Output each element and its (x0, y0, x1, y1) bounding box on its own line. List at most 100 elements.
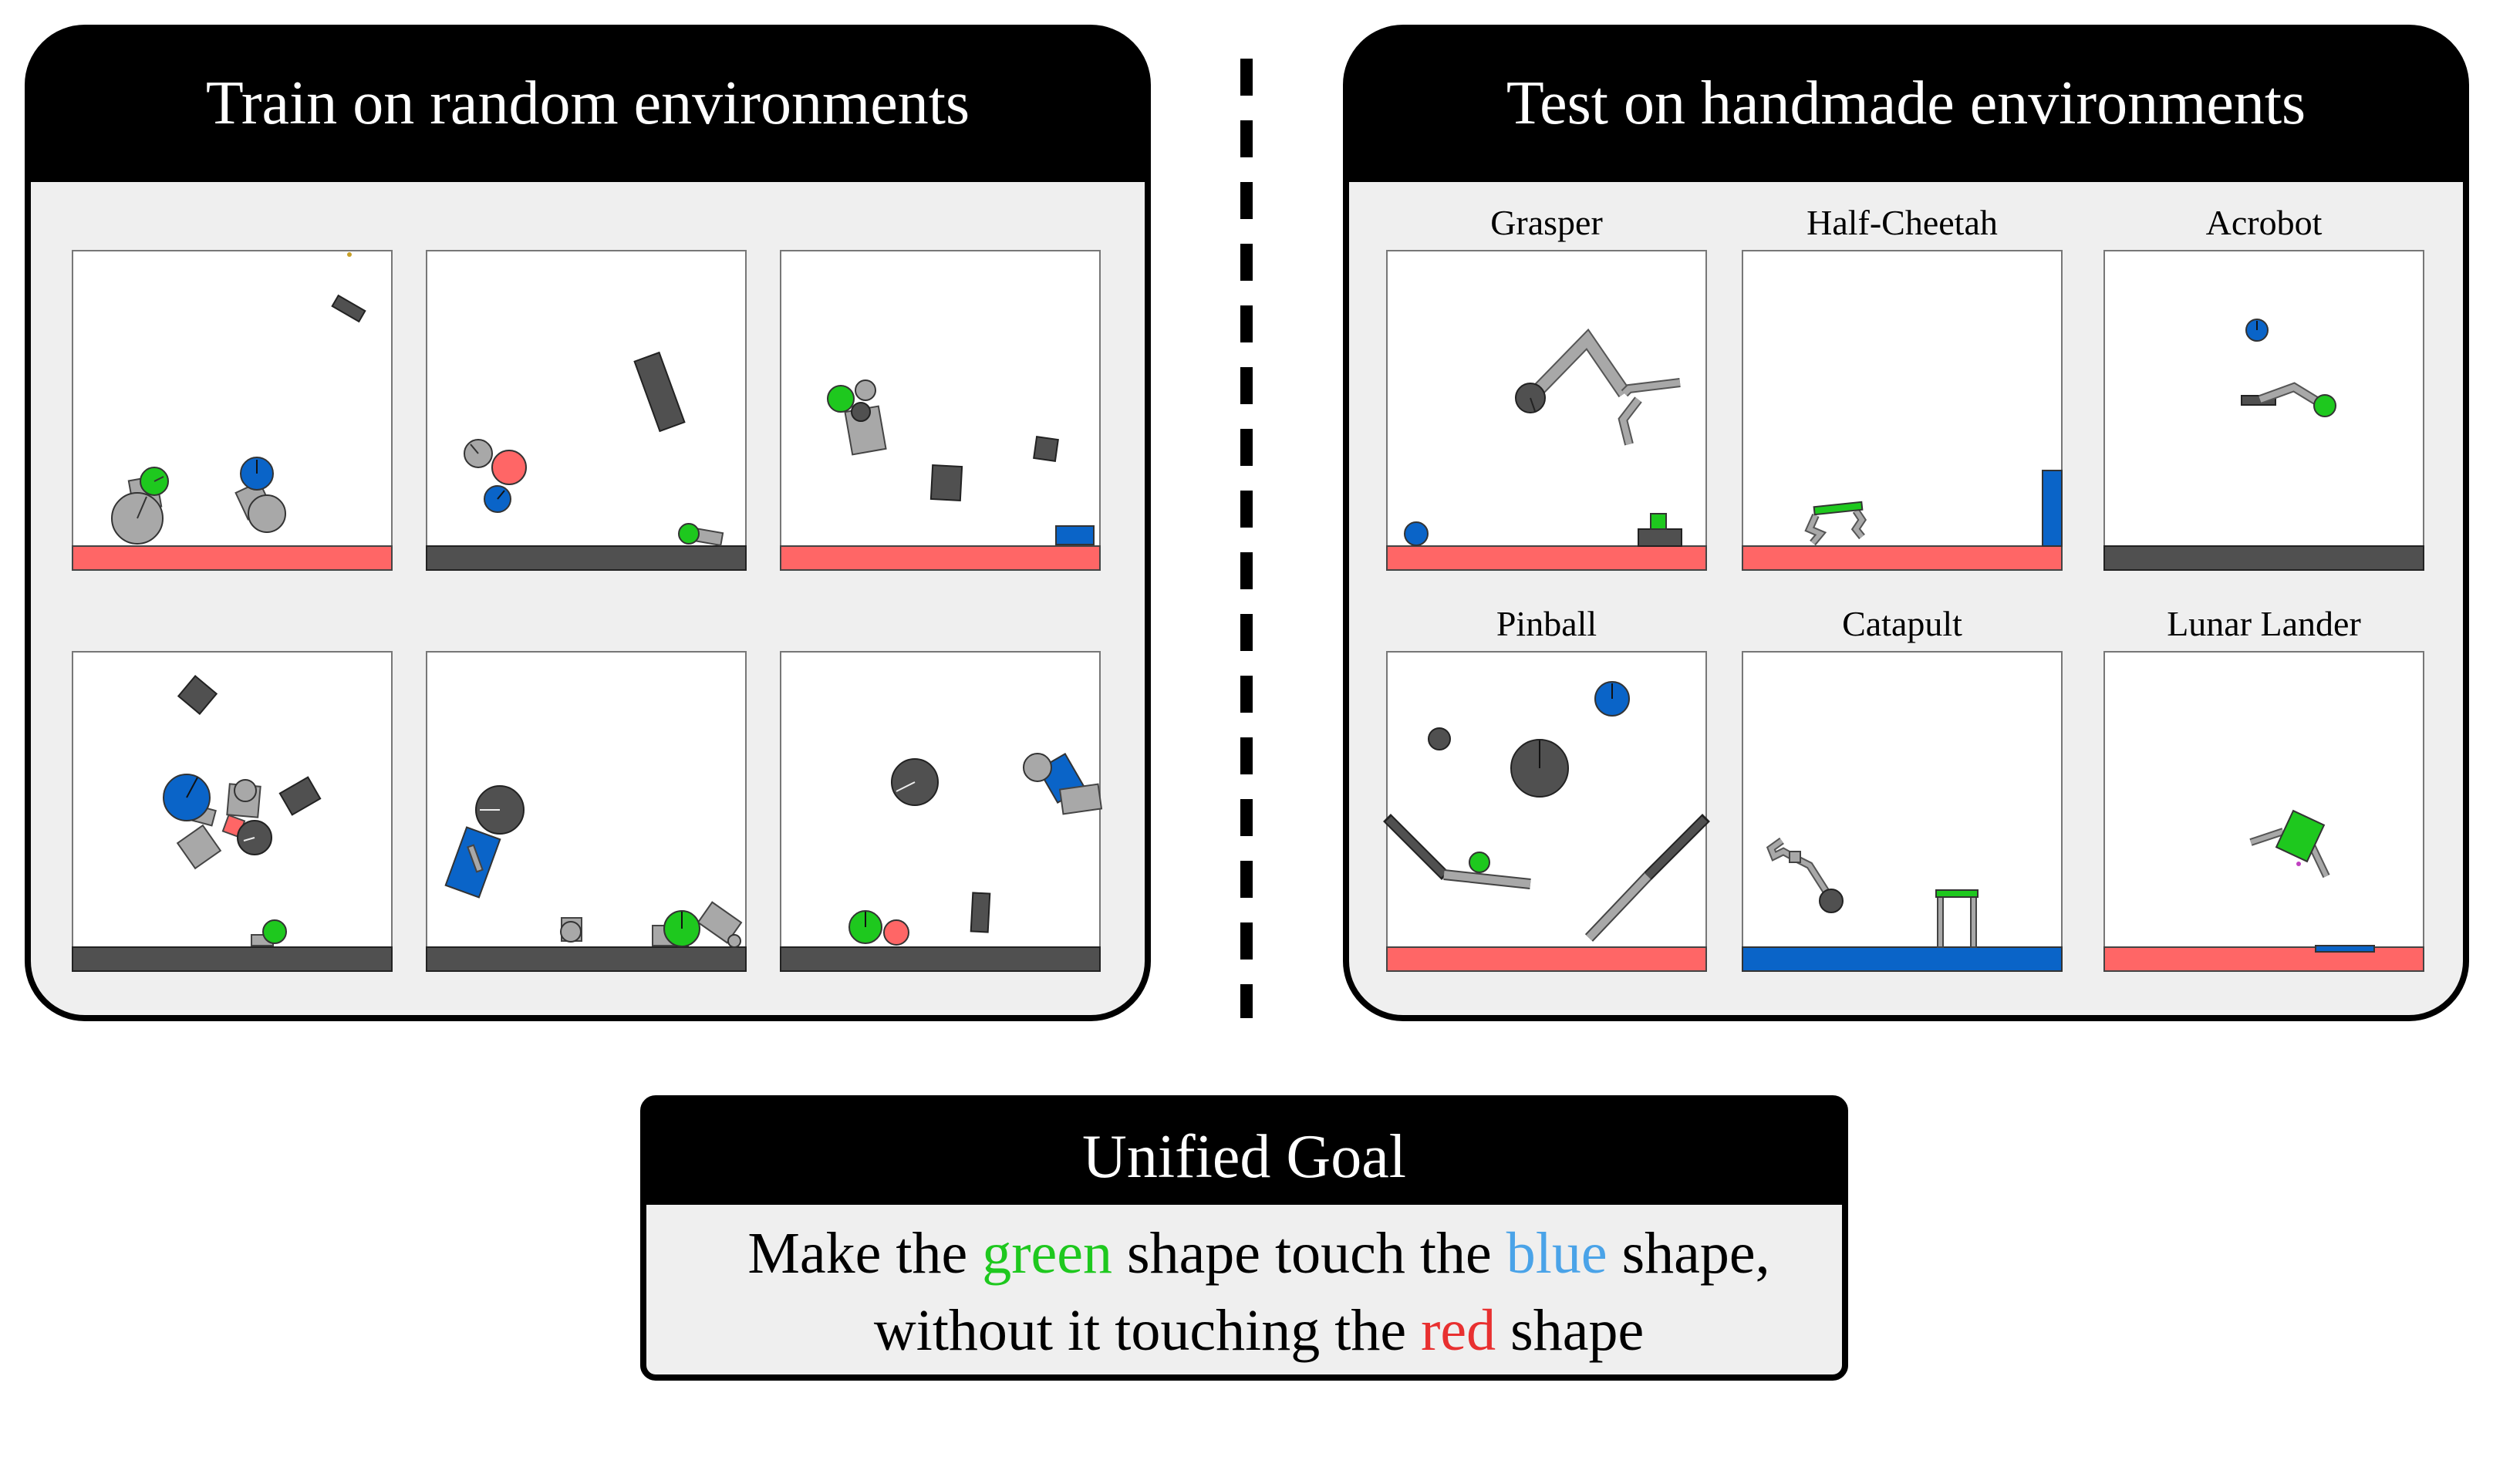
goal-panel: Unified Goal Make the green shape touch … (640, 1095, 1848, 1381)
env-canvas (1386, 651, 1707, 972)
blue-floor (1742, 946, 2063, 972)
green-circle (262, 919, 287, 944)
dark-circle (1819, 889, 1844, 913)
gray-rod (467, 844, 484, 873)
dark-floor (780, 946, 1101, 972)
train-env-3 (780, 250, 1101, 571)
env-canvas (780, 250, 1101, 571)
gray-circle (248, 494, 286, 533)
red-floor (780, 545, 1101, 571)
test-env-grasper: Grasper (1386, 203, 1707, 571)
train-env-2 (426, 250, 747, 571)
train-panel-title: Train on random environments (206, 69, 970, 137)
gray-circle (1023, 753, 1052, 782)
gray-circle (855, 379, 876, 401)
train-env-5 (426, 651, 747, 972)
red-circle (491, 450, 527, 485)
gray-circle (560, 921, 582, 943)
test-env-catapult: Catapult (1742, 604, 2063, 972)
dark-block (278, 776, 322, 816)
dark-circle (851, 402, 871, 422)
red-floor (2103, 946, 2424, 972)
lander-leg (2250, 829, 2284, 845)
red-floor (1386, 545, 1707, 571)
green-circle (2313, 394, 2336, 417)
goal-post (1937, 894, 1944, 948)
goal-word-blue: blue (1506, 1221, 1607, 1286)
env-label-grasper: Grasper (1490, 203, 1603, 242)
green-circle (1469, 852, 1490, 873)
pinball-left-wall (1385, 816, 1447, 878)
red-circle (883, 919, 909, 946)
goal-line-2-before: without it touching the (874, 1298, 1421, 1363)
goal-line-1-middle: shape touch the (1112, 1221, 1506, 1286)
pinball-right-flipper (1586, 873, 1651, 941)
dark-block (633, 351, 686, 433)
pinball-right-wall (1645, 816, 1708, 879)
env-canvas (2103, 651, 2424, 972)
test-panel: Test on handmade environments Grasper Ha… (1343, 25, 2469, 1021)
cheetah-back-leg (1806, 514, 1824, 545)
test-env-acrobot: Acrobot (2103, 203, 2424, 571)
green-bar (1935, 889, 1979, 898)
train-panel: Train on random environments (25, 25, 1151, 1021)
env-label-catapult: Catapult (1842, 604, 1962, 643)
acrobot-links (2259, 383, 2324, 407)
gray-block (1058, 783, 1103, 815)
dark-block (177, 674, 218, 716)
goal-line-1-after: shape, (1607, 1221, 1770, 1286)
test-panel-title: Test on handmade environments (1506, 69, 2306, 137)
gray-block (697, 901, 743, 944)
dark-floor (2103, 545, 2424, 571)
test-env-lunar-lander: Lunar Lander (2103, 604, 2424, 972)
goal-line-2: without it touching the red shape (771, 1298, 1717, 1363)
red-floor (1742, 545, 2063, 571)
pinball-left-flipper (1443, 871, 1531, 888)
env-canvas (1742, 250, 2063, 571)
env-canvas (780, 651, 1101, 972)
dark-block (1033, 436, 1059, 462)
test-panel-header (1346, 28, 2466, 182)
dark-floor (426, 946, 747, 972)
dark-pedestal (1638, 528, 1682, 547)
gray-circle (727, 934, 741, 948)
green-lander (2275, 809, 2326, 863)
blue-landing-pad (2315, 945, 2375, 953)
thruster-dot (2296, 862, 2301, 866)
catapult-joint (1789, 851, 1801, 863)
grasper-arm (1526, 330, 1629, 402)
train-panel-header (28, 28, 1148, 182)
goal-line-1-before: Make the (747, 1221, 982, 1286)
env-label-half-cheetah: Half-Cheetah (1806, 203, 1998, 242)
env-label-acrobot: Acrobot (2206, 203, 2323, 242)
cheetah-front-leg (1853, 509, 1865, 538)
train-env-1 (72, 250, 393, 571)
goal-line-2-after: shape (1496, 1298, 1644, 1363)
red-floor (72, 545, 393, 571)
test-env-half-cheetah: Half-Cheetah (1742, 203, 2063, 571)
green-body (1813, 501, 1864, 516)
dark-circle (1428, 727, 1451, 750)
env-label-lunar-lander: Lunar Lander (2167, 604, 2361, 643)
small-dot (347, 252, 352, 257)
gray-block (176, 824, 222, 870)
test-env-pinball: Pinball (1383, 604, 1710, 972)
goal-word-green: green (982, 1221, 1112, 1286)
dark-block (331, 294, 366, 323)
dark-floor (72, 946, 393, 972)
red-floor (1386, 946, 1707, 972)
green-circle (827, 385, 855, 413)
green-block (1650, 513, 1667, 530)
train-env-4 (72, 651, 393, 972)
catapult-arm (1768, 838, 1833, 901)
blue-wall (2042, 470, 2063, 547)
goal-line-1: Make the green shape touch the blue shap… (645, 1221, 1843, 1286)
env-canvas (2103, 250, 2424, 571)
env-label-pinball: Pinball (1496, 604, 1597, 643)
env-canvas (426, 250, 747, 571)
dark-floor (426, 545, 747, 571)
green-circle (678, 523, 700, 545)
blue-block (1055, 525, 1095, 545)
gray-circle (234, 779, 257, 802)
